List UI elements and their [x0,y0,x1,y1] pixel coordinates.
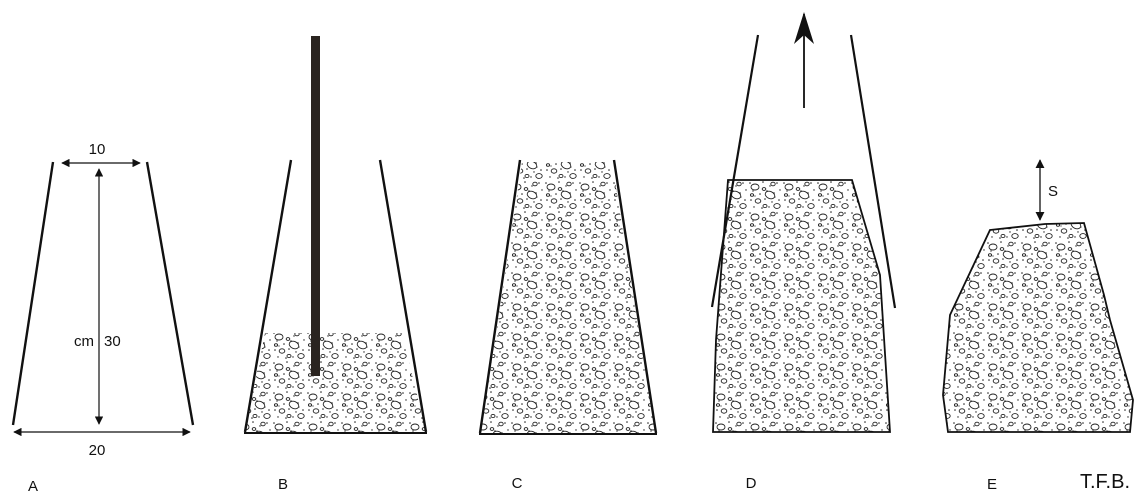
concrete-slump-shape [712,179,891,433]
lifted-cone-right-wall [849,34,897,309]
panel-label-c: C [512,475,523,492]
tamping-rod [311,36,320,376]
cone-left-wall [478,159,522,434]
panel-label-e: E [987,476,997,493]
panel-label-d: D [746,475,757,492]
concrete-fill-full [481,162,655,433]
panel-label-a: A [28,478,38,495]
panel-b-cone [243,36,428,434]
slump-label: S [1048,183,1058,200]
dimension-height-value: 30 [104,333,121,350]
credit-label: T.F.B. [1080,471,1130,493]
cone-left-wall [243,159,293,433]
panel-label-b: B [278,476,288,493]
panel-c-cone [478,159,658,435]
lifted-cone-left-wall [710,34,760,308]
panel-d-cone [710,12,897,433]
panel-labels: A B C D E [28,475,997,495]
dimension-top-value: 10 [89,141,106,158]
panel-a-cone: 10 cm 30 20 [11,141,195,459]
dimension-height-unit: cm [74,333,94,350]
cone-right-wall [612,159,658,434]
concrete-slumped-shape [942,222,1134,433]
cone-right-wall [378,159,428,433]
lift-arrow-head [794,12,814,44]
dimension-bottom-value: 20 [89,442,106,459]
cone-right-wall [145,161,195,426]
cone-left-wall [11,161,55,426]
concrete-fill-partial [245,333,426,432]
panel-e-slump: S [942,159,1134,433]
